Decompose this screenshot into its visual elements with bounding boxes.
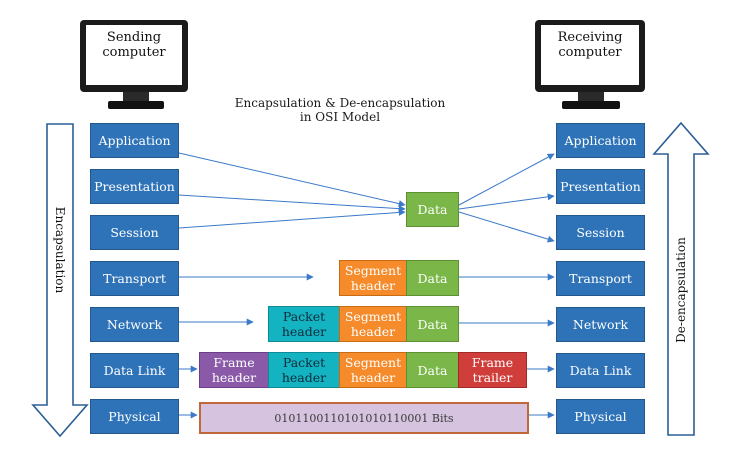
receiver-layer-application: Application — [556, 123, 645, 158]
bits-stream: 0101100110101010110001 Bits — [199, 402, 529, 434]
sender-layer-data-link: Data Link — [90, 353, 179, 388]
frame-trailer-datalink: Frame trailer — [458, 352, 527, 388]
arrow-data-to-presentation — [458, 193, 555, 210]
receiver-layer-transport: Transport — [556, 261, 645, 296]
receiver-layer-data-link: Data Link — [556, 353, 645, 388]
arrow-session-to-data — [178, 208, 406, 229]
encapsulation-arrow — [31, 123, 89, 438]
sender-layer-application: Application — [90, 123, 179, 158]
segment-header-transport: Segment header — [339, 260, 407, 296]
data-unit-transport: Data — [406, 260, 459, 296]
receiver-layer-presentation: Presentation — [556, 169, 645, 204]
arrow-presentation-to-data — [178, 194, 406, 213]
sender-layer-physical: Physical — [90, 399, 179, 434]
arrow-data-to-session — [458, 211, 555, 243]
data-unit-upper: Data — [406, 192, 459, 227]
sending-computer-icon — [80, 20, 188, 109]
sender-layer-transport: Transport — [90, 261, 179, 296]
sending-computer-line1: Sending — [106, 30, 162, 45]
receiver-layer-network: Network — [556, 307, 645, 342]
receiving-computer-line1: Receiving — [557, 30, 623, 45]
packet-header-datalink: Packet header — [268, 352, 340, 388]
data-unit-network: Data — [406, 306, 459, 342]
receiving-computer-icon — [535, 20, 645, 109]
sender-layer-session: Session — [90, 215, 179, 250]
arrow-application-to-data — [178, 152, 406, 207]
arrow-data-to-application — [458, 153, 555, 206]
receiver-layer-physical: Physical — [556, 399, 645, 434]
sending-computer-label: Sending computer — [88, 30, 180, 60]
packet-header-network: Packet header — [268, 306, 340, 342]
de-encapsulation-arrow — [652, 121, 710, 436]
sending-computer-line2: computer — [102, 45, 166, 60]
title-line2: in OSI Model — [299, 110, 381, 124]
de-encapsulation-label: De-encapsulation — [674, 237, 688, 343]
receiver-layer-session: Session — [556, 215, 645, 250]
sender-layer-presentation: Presentation — [90, 169, 179, 204]
segment-header-datalink: Segment header — [339, 352, 407, 388]
receiving-computer-line2: computer — [558, 45, 622, 60]
sender-layer-network: Network — [90, 307, 179, 342]
title-line1: Encapsulation & De-encapsulation — [234, 96, 446, 110]
frame-header-datalink: Frame header — [199, 352, 269, 388]
segment-header-network: Segment header — [339, 306, 407, 342]
data-unit-datalink: Data — [406, 352, 459, 388]
receiving-computer-label: Receiving computer — [543, 30, 637, 60]
diagram-title: Encapsulation & De-encapsulation in OSI … — [205, 96, 475, 124]
encapsulation-label: Encapsulation — [53, 206, 67, 294]
